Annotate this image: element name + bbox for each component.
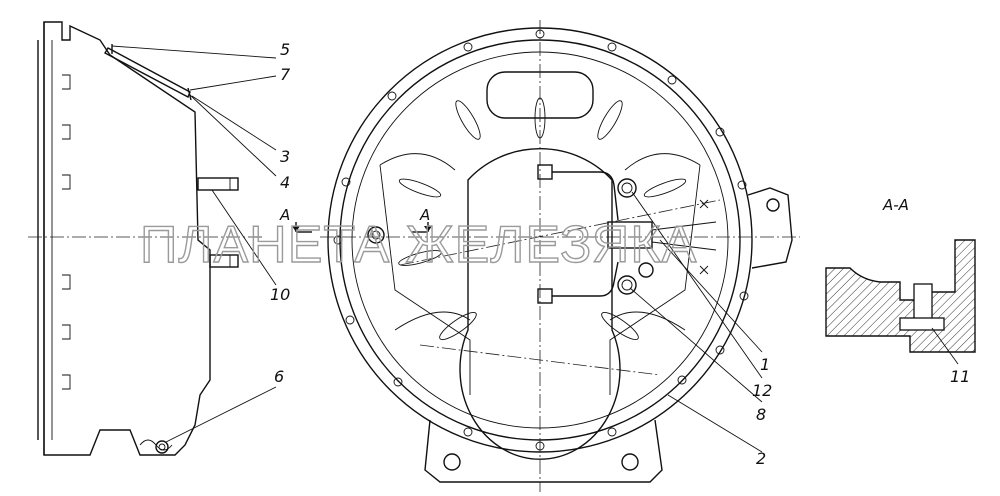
- central-opening: [459, 148, 621, 460]
- lug-hole: [766, 198, 780, 212]
- front-diag-axis: [399, 199, 721, 266]
- pipe-upper: [552, 171, 619, 221]
- pipe-fitting-lower: [537, 288, 553, 304]
- callout-5: 5: [280, 40, 290, 59]
- callout-12: 12: [752, 381, 772, 400]
- callout-6: 6: [274, 367, 284, 386]
- stud-bottom: [209, 254, 239, 268]
- callout-1: 1: [760, 355, 770, 374]
- drain-plug: [155, 440, 169, 454]
- cross-marks: [699, 199, 709, 275]
- callout-11: 11: [950, 367, 970, 386]
- callout-3: 3: [280, 147, 290, 166]
- front-bottom-axis: [419, 344, 661, 376]
- side-lug: [747, 187, 793, 269]
- inner-web: [379, 164, 701, 395]
- callout-8: 8: [756, 405, 766, 424]
- pipe-fitting-upper: [537, 164, 553, 180]
- foot-hole-left: [443, 453, 461, 471]
- flange-ribs: [62, 74, 71, 390]
- watermark: ПЛАНЕТА ЖЕЛЕЗЯКА: [140, 216, 697, 274]
- flange-bolt-holes: [333, 29, 749, 451]
- boss-side: [638, 262, 654, 278]
- foot-hole-right: [621, 453, 639, 471]
- callout-2: 2: [756, 449, 766, 468]
- section-bolt: [913, 283, 933, 321]
- section-title: А-А: [882, 196, 909, 214]
- callout-7: 7: [280, 65, 291, 84]
- cooling-fins: [398, 97, 687, 340]
- section-mark-left: А: [279, 206, 290, 224]
- front-view: [292, 20, 800, 492]
- section-bolt-head: [899, 317, 945, 331]
- section-hatched-body: [825, 239, 976, 353]
- release-fork: [607, 221, 653, 249]
- leader-lines: [111, 45, 959, 453]
- boss-left: [367, 226, 385, 244]
- section-aa: [825, 239, 976, 353]
- callout-10: 10: [270, 285, 290, 304]
- callout-4: 4: [280, 173, 290, 192]
- section-mark-right: А: [419, 206, 430, 224]
- side-view: [28, 21, 262, 456]
- pipe-lower: [552, 261, 619, 297]
- mounting-foot: [424, 419, 663, 483]
- stud-top: [197, 177, 239, 191]
- boss-lower: [617, 275, 637, 295]
- boss-upper: [617, 178, 637, 198]
- internal-ribs: [379, 153, 701, 331]
- housing-side-outline: [43, 21, 211, 456]
- cover-plate: [104, 47, 191, 98]
